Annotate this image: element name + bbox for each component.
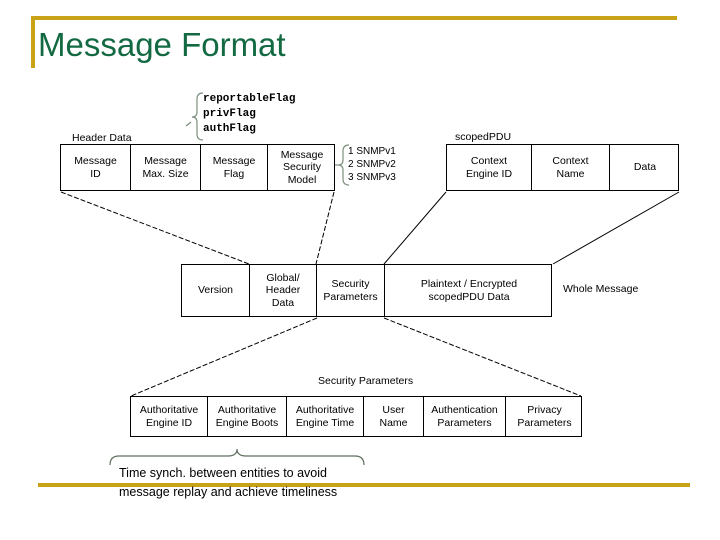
- table-cell-label: Context Engine ID: [465, 155, 513, 180]
- table-cell: Security Parameters: [317, 265, 385, 316]
- caption-whole-message: Whole Message: [563, 283, 639, 295]
- table-cell: User Name: [364, 397, 424, 436]
- table-cell: Authoritative Engine Boots: [208, 397, 287, 436]
- table-cell: Authoritative Engine Time: [287, 397, 364, 436]
- table-cell: Version: [182, 265, 250, 316]
- time-synch-note: Time synch. between entities to avoid me…: [119, 466, 338, 499]
- connector-headerdata-right: [315, 191, 335, 265]
- table-cell-label: User Name: [379, 404, 408, 429]
- table-cell-label: Authentication Parameters: [431, 404, 498, 429]
- table-cell-label: Version: [197, 284, 234, 297]
- table-cell: Plaintext / Encrypted scopedPDU Data: [385, 265, 553, 316]
- table-cell: Privacy Parameters: [506, 397, 583, 436]
- table-cell: Context Engine ID: [447, 145, 532, 190]
- table-cell: Authoritative Engine ID: [131, 397, 208, 436]
- flags-brace-icon: [191, 92, 204, 141]
- table-header-data: Message ID Message Max. Size Message Flag M…: [60, 144, 335, 191]
- table-cell: Message ID: [61, 145, 131, 190]
- table-cell: Message Flag: [201, 145, 268, 190]
- table-cell: Data: [610, 145, 680, 190]
- table-cell: Context Name: [532, 145, 610, 190]
- table-cell-label: Message Security Model: [280, 148, 324, 186]
- caption-security-parameters: Security Parameters: [318, 375, 414, 387]
- table-cell-label: Security Parameters: [323, 278, 378, 303]
- connector-secparams-right: [383, 317, 582, 397]
- accent-rule-top-horizontal: [31, 16, 677, 20]
- table-security-parameters: Authoritative Engine ID Authoritative Eng…: [130, 396, 582, 437]
- accent-rule-bottom-horizontal: [38, 483, 690, 487]
- connector-headerdata-left: [60, 191, 250, 265]
- table-cell: Message Security Model: [268, 145, 336, 190]
- accent-rule-top-vertical: [31, 16, 35, 68]
- connector-secparams-left: [130, 317, 318, 397]
- security-model-annotation: 1 SNMPv1 2 SNMPv2 3 SNMPv3: [348, 146, 396, 183]
- table-cell-label: Plaintext / Encrypted scopedPDU Data: [420, 278, 518, 303]
- table-whole-message: Version Global/ Header Data Security Param…: [181, 264, 552, 317]
- flags-annotation: reportableFlag privFlag authFlag: [203, 93, 296, 135]
- caption-scoped-pdu: scopedPDU: [455, 131, 512, 143]
- table-cell-label: Authoritative Engine Boots: [215, 404, 279, 429]
- table-cell-label: Privacy Parameters: [517, 404, 572, 429]
- table-cell: Global/ Header Data: [250, 265, 317, 316]
- table-cell-label: Message Flag: [212, 155, 256, 180]
- table-scoped-pdu: Context Engine ID Context Name Data: [446, 144, 679, 191]
- table-cell-label: Data: [633, 161, 657, 174]
- time-note-brace-icon: [109, 448, 365, 466]
- table-cell: Message Max. Size: [131, 145, 201, 190]
- connector-scopedpdu-left: [383, 191, 447, 265]
- page-title: Message Format: [38, 26, 286, 63]
- caption-header-data: Header Data: [72, 132, 132, 144]
- table-cell-label: Global/ Header Data: [265, 271, 301, 309]
- table-cell-label: Authoritative Engine Time: [295, 404, 355, 429]
- flags-brace-pointer-icon: [185, 121, 192, 127]
- table-cell-label: Authoritative Engine ID: [139, 404, 199, 429]
- table-cell-label: Context Name: [552, 155, 589, 180]
- table-cell-label: Message ID: [74, 155, 117, 180]
- connector-scopedpdu-right: [552, 191, 680, 265]
- table-cell: Authentication Parameters: [424, 397, 506, 436]
- table-cell-label: Message Max. Size: [142, 155, 189, 180]
